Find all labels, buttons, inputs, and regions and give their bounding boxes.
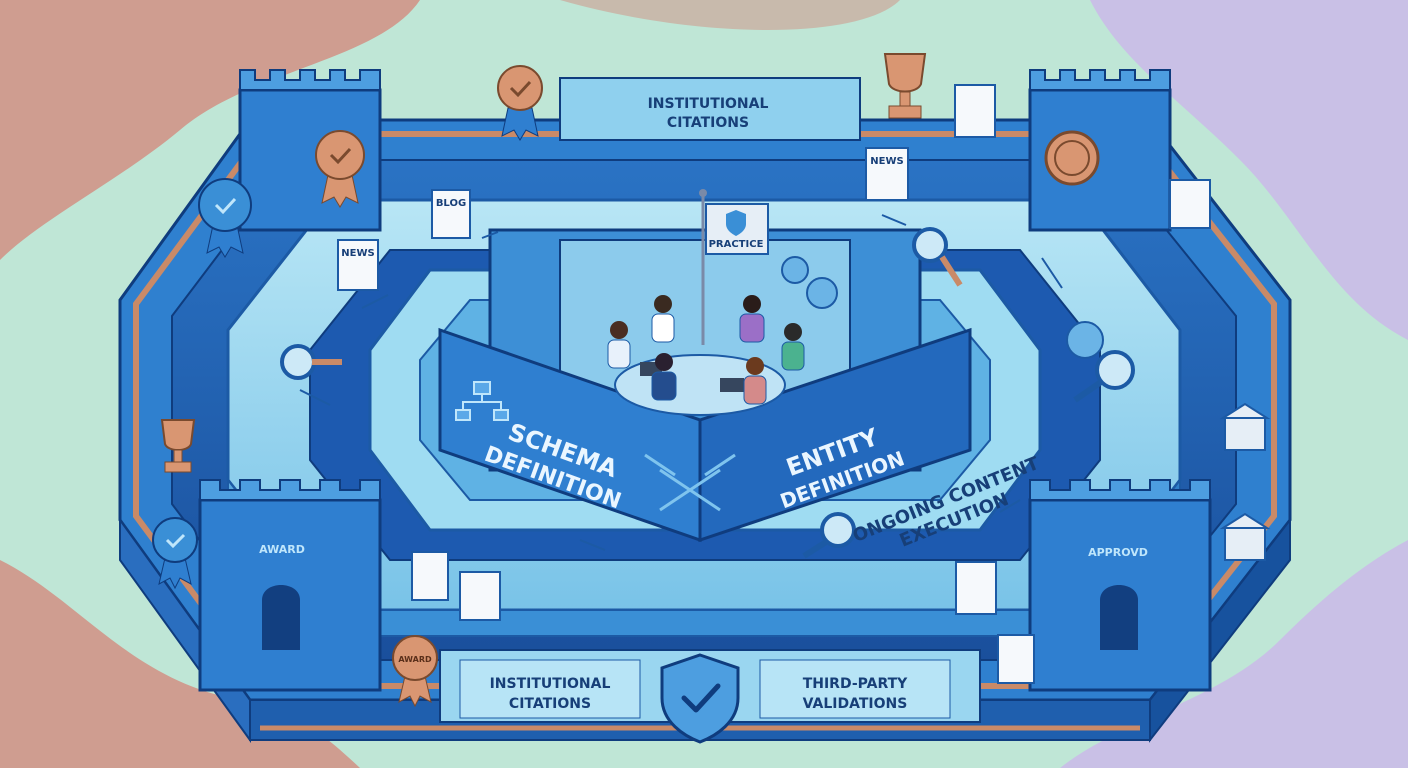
ribbon-award-icon	[152, 65, 543, 708]
team-meeting	[607, 295, 805, 416]
bottom-right-label-1: THIRD-PARTY	[803, 676, 908, 692]
org-chart-icon	[455, 381, 509, 421]
magnifier-icon	[280, 227, 1135, 559]
news-card-label-2: NEWS	[870, 156, 903, 167]
bottom-right-label-2: VALIDATIONS	[803, 696, 908, 712]
top-banner	[559, 77, 861, 141]
tower-approved-label: APPROVD	[1088, 546, 1148, 559]
top-outer-label-1: INSTITUTIONAL	[648, 96, 769, 112]
tower-bottom-right	[1028, 479, 1212, 692]
flag-label: PRACTICE	[709, 239, 764, 250]
seal-icon	[1044, 130, 1100, 186]
blog-card-label: BLOG	[436, 198, 466, 209]
tower-bottom-left	[198, 479, 382, 692]
gear-icon	[781, 256, 1104, 359]
shield-check-icon	[660, 653, 740, 744]
ribbon-award-label: AWARD	[398, 655, 432, 664]
bottom-left-label-1: INSTITUTIONAL	[490, 676, 611, 692]
certificate-icon	[411, 84, 1211, 684]
flag-icon	[699, 189, 769, 345]
towers	[198, 69, 1212, 692]
top-outer-label-2: CITATIONS	[667, 115, 749, 131]
tower-award-label: AWARD	[259, 543, 305, 556]
trophy-icon	[160, 53, 927, 473]
bottom-left-label-2: CITATIONS	[509, 696, 591, 712]
bank-building-icon	[1219, 402, 1271, 561]
flow-arrows	[299, 214, 1063, 551]
news-card-label-1: NEWS	[341, 248, 374, 259]
tower-top-right	[1028, 69, 1172, 232]
